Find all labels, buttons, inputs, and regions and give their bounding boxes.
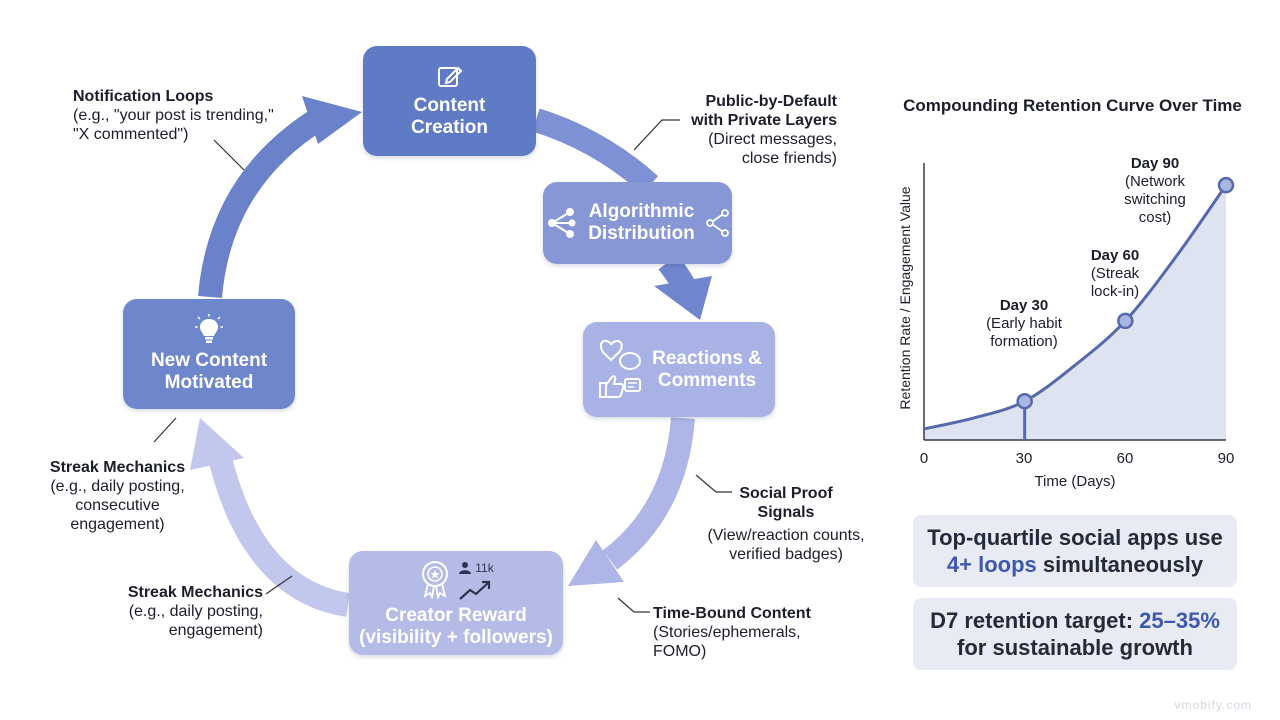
arrow-reward-to-newcontent <box>206 447 351 617</box>
annotation-public-title1: Public-by-Default <box>705 93 837 110</box>
annotation-time-bound: Time-Bound Content (Stories/ephemerals, … <box>653 604 811 661</box>
arrowhead-reactions <box>654 276 712 320</box>
chart-x-label: Time (Days) <box>1034 473 1116 490</box>
node-newcontent-line1: New Content <box>150 350 268 371</box>
annotation-streak-upper-desc3: engagement) <box>70 516 165 533</box>
annotation-notification-desc2: "X commented") <box>73 126 189 143</box>
arrowhead-newcontent <box>190 418 244 470</box>
annotation-streak-upper-desc1: (e.g., daily posting, <box>50 478 185 495</box>
leader-public <box>633 119 680 151</box>
x-tick-30: 30 <box>1015 450 1033 467</box>
share-network-icon <box>548 208 576 238</box>
chart-title: Compounding Retention Curve Over Time <box>903 96 1242 115</box>
arrow-reactions-to-reward <box>602 416 695 570</box>
annotation-public-desc1: (Direct messages, <box>708 131 837 148</box>
callout-top-quartile-accent: 4+ loops <box>946 552 1037 577</box>
node-content-creation-line1: Content <box>413 95 486 116</box>
annotation-social-title2: Signals <box>757 504 815 521</box>
leader-social <box>695 474 732 493</box>
callout-top-quartile-post: simultaneously <box>1036 552 1204 577</box>
leader-streak-lower <box>265 575 293 595</box>
annotation-social-desc2: verified badges) <box>729 546 843 563</box>
node-distribution-line1: Algorithmic <box>588 201 695 222</box>
edit-icon <box>437 66 462 87</box>
x-tick-0: 0 <box>919 450 929 467</box>
node-reactions-line2: Comments <box>657 369 757 391</box>
annotation-streak-lower: Streak Mechanics (e.g., daily posting, e… <box>95 583 263 640</box>
node-newcontent-line2: Motivated <box>164 372 254 393</box>
annotation-streak-lower-desc1: (e.g., daily posting, <box>128 603 263 620</box>
milestone-day60-desc1: (Streak <box>1090 265 1140 282</box>
chart-y-label: Retention Rate / Engagement Value <box>897 186 913 410</box>
milestone-day60-label: Day 60 <box>1090 247 1140 264</box>
milestone-day90-desc3: cost) <box>1138 209 1172 226</box>
node-creator-reward: 11k Creator Reward (visibility + followe… <box>349 551 563 655</box>
annotation-social-desc1: (View/reaction counts, <box>707 527 865 544</box>
annotation-social-title1: Social Proof <box>739 485 833 502</box>
node-reactions-comments: Reactions & Comments <box>583 322 775 417</box>
trend-up-icon <box>459 580 491 600</box>
node-content-creation: Content Creation <box>363 46 536 156</box>
node-reactions-line1: Reactions & <box>652 347 762 369</box>
node-new-content-motivated: New Content Motivated <box>123 299 295 409</box>
annotation-streak-upper-title: Streak Mechanics <box>49 459 186 476</box>
user-icon <box>459 562 472 574</box>
annotation-public-desc2: close friends) <box>741 150 837 167</box>
arrowhead-creation <box>302 96 362 144</box>
milestone-day30-desc1: (Early habit <box>986 315 1062 332</box>
callout-d7-pre: D7 retention target: <box>930 608 1140 633</box>
annotation-notification-title: Notification Loops <box>73 88 214 105</box>
annotation-timebound-desc2: FOMO) <box>653 643 707 660</box>
watermark: vmobify.com <box>1174 698 1252 712</box>
milestone-day30-desc2: formation) <box>990 333 1058 350</box>
annotation-streak-upper-desc2: consecutive <box>75 497 160 514</box>
leader-streak-upper <box>153 417 177 443</box>
node-algorithmic-distribution: Algorithmic Distribution <box>543 182 732 264</box>
annotation-public-title2: with Private Layers <box>691 112 837 129</box>
x-tick-90: 90 <box>1217 450 1235 467</box>
annotation-public-by-default: Public-by-Default with Private Layers (D… <box>600 92 837 168</box>
share-network-outline-icon <box>705 209 729 237</box>
leader-notification <box>213 139 245 171</box>
milestone-day60-desc2: lock-in) <box>1090 283 1140 300</box>
milestone-day30-label: Day 30 <box>999 297 1049 314</box>
reactions-icon <box>599 339 642 398</box>
milestone-day90: Day 90 (Network switching cost) <box>1110 155 1200 227</box>
follower-count-badge: 11k <box>475 561 494 575</box>
annotation-timebound-title: Time-Bound Content <box>653 605 811 622</box>
arrow-newcontent-to-creation <box>198 107 327 299</box>
lightbulb-icon <box>195 314 223 343</box>
arrowhead-reward <box>568 540 624 586</box>
callout-d7-post: for sustainable growth <box>957 635 1193 660</box>
callout-top-quartile: Top-quartile social apps use 4+ loops si… <box>913 515 1237 587</box>
annotation-streak-lower-desc2: engagement) <box>168 622 263 639</box>
milestone-day90-label: Day 90 <box>1130 155 1180 172</box>
node-distribution-line2: Distribution <box>588 223 695 244</box>
annotation-streak-upper: Streak Mechanics (e.g., daily posting, c… <box>30 458 205 534</box>
node-reward-line2: (visibility + followers) <box>359 627 553 648</box>
annotation-social-proof: Social Proof Signals (View/reaction coun… <box>690 484 882 564</box>
callout-d7-accent: 25–35% <box>1139 608 1220 633</box>
node-reward-line1: Creator Reward <box>385 605 527 626</box>
milestone-day90-desc2: switching <box>1124 191 1186 208</box>
annotation-timebound-desc1: (Stories/ephemerals, <box>653 624 801 641</box>
x-tick-60: 60 <box>1116 450 1134 467</box>
callout-top-quartile-line1: Top-quartile social apps use <box>927 525 1223 550</box>
milestone-day90-desc1: (Network <box>1124 173 1185 190</box>
arrow-creation-to-distribution <box>532 108 659 194</box>
annotation-notification-loops: Notification Loops (e.g., "your post is … <box>73 87 274 144</box>
milestone-day60: Day 60 (Streak lock-in) <box>1070 247 1160 301</box>
award-badge-icon <box>422 561 449 599</box>
annotation-notification-desc1: (e.g., "your post is trending," <box>73 107 274 124</box>
callout-d7-target: D7 retention target: 25–35% for sustaina… <box>913 598 1237 670</box>
milestone-day30: Day 30 (Early habit formation) <box>964 297 1084 351</box>
node-content-creation-line2: Creation <box>410 117 489 138</box>
leader-timebound <box>617 597 650 613</box>
annotation-streak-lower-title: Streak Mechanics <box>127 584 263 601</box>
